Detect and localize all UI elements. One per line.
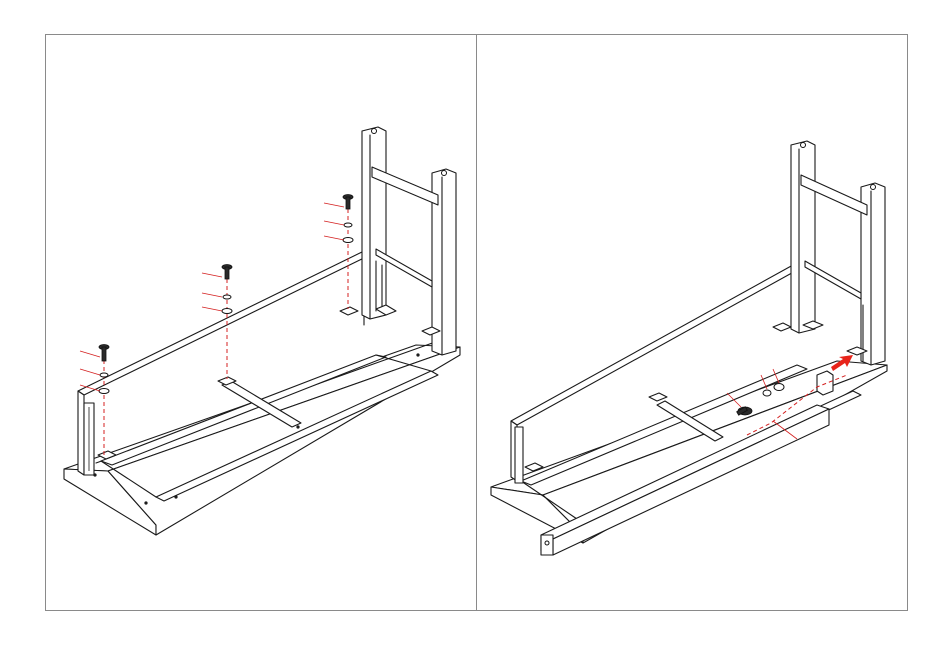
desk-frame-diagram-left	[46, 35, 478, 612]
bracket-right-3	[773, 323, 791, 331]
left-end-post-right	[515, 427, 523, 483]
connector-block	[817, 371, 833, 395]
leveling-foot-set-3	[324, 195, 353, 243]
rear-leg-left-right	[791, 141, 815, 333]
modesty-panel-face	[78, 391, 84, 475]
desk-frame-diagram-right	[477, 35, 909, 612]
modesty-panel	[78, 251, 370, 395]
bracket-right	[340, 307, 358, 315]
step-panel-right	[476, 34, 908, 611]
step-panel-left	[45, 34, 477, 611]
bracket-right-2	[649, 393, 667, 401]
